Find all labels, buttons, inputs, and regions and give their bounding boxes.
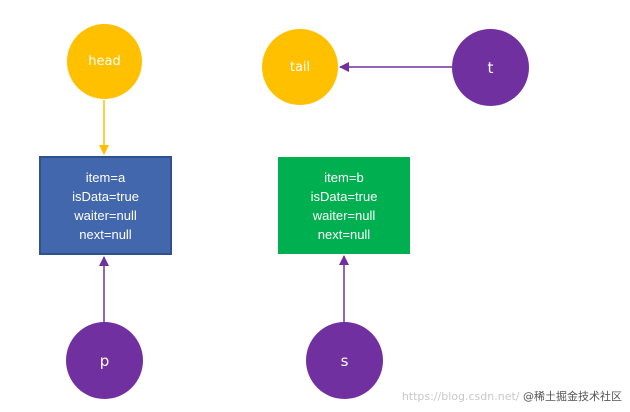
p-label: p (99, 351, 110, 370)
tail-label: tail (289, 59, 311, 75)
node-b-item: item=b (324, 169, 364, 185)
watermark: https://blog.csdn.net/ @稀土掘金技术社区 (402, 388, 622, 404)
node-b-next: next=null (317, 226, 371, 242)
head-pointer: head (67, 24, 142, 99)
t-label: t (487, 58, 494, 77)
node-b-waiter: waiter=null (312, 207, 376, 223)
head-label: head (88, 54, 121, 69)
s-pointer: s (306, 322, 383, 399)
p-pointer: p (66, 322, 143, 399)
node-b-isdata: isData=true (310, 188, 378, 204)
node-b: item=b isData=true waiter=null next=null (278, 157, 410, 254)
node-a: item=a isData=true waiter=null next=null (39, 156, 172, 255)
tail-pointer: tail (262, 29, 338, 105)
node-a-waiter: waiter=null (74, 207, 137, 223)
t-pointer: t (452, 29, 529, 106)
node-a-item: item=a (85, 169, 126, 185)
watermark-brand: @稀土掘金技术社区 (523, 390, 622, 403)
watermark-url: https://blog.csdn.net/ (401, 390, 520, 403)
node-a-isdata: isData=true (72, 188, 139, 204)
s-label: s (340, 351, 349, 370)
node-a-next: next=null (79, 226, 132, 242)
